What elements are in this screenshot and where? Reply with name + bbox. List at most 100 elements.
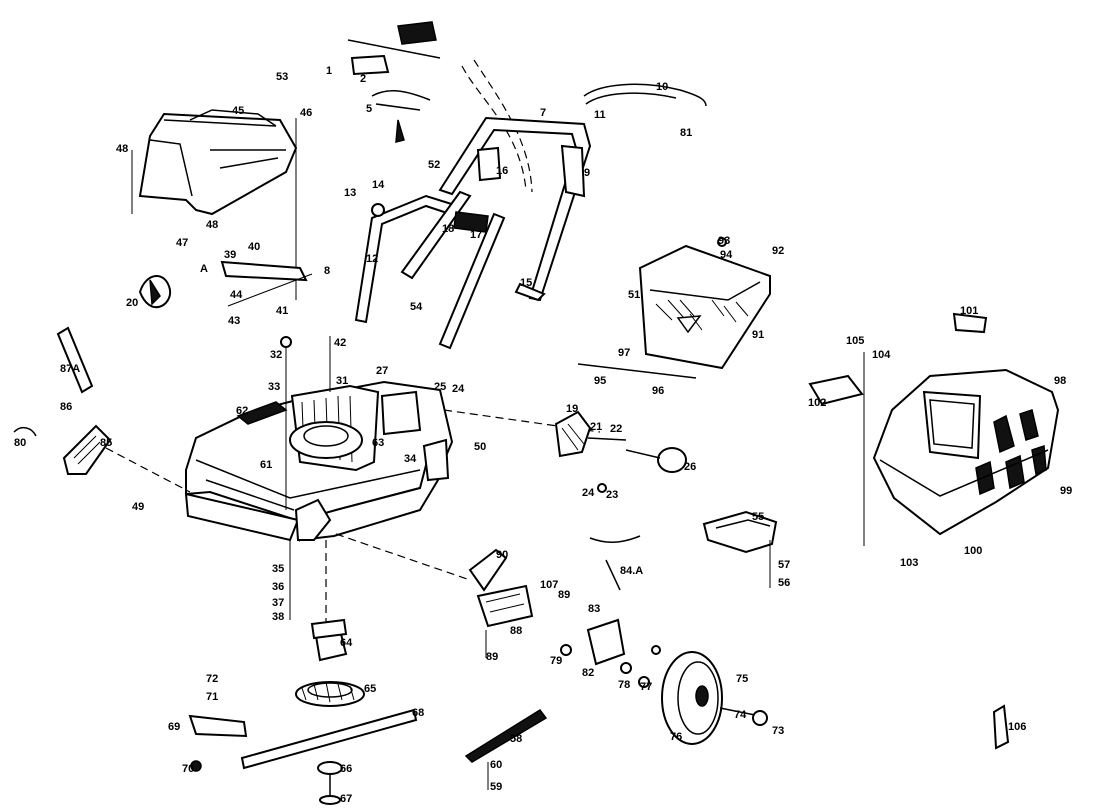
callout-43: 43: [228, 315, 240, 327]
callout-41: 41: [276, 305, 288, 317]
callout-17: 17: [470, 229, 482, 241]
callout-93: 93: [718, 235, 730, 247]
callout-92: 92: [772, 245, 784, 257]
callout-52: 52: [428, 159, 440, 171]
small-parts: [280, 336, 1010, 790]
handle-assembly: [354, 59, 707, 350]
callout-42: 42: [334, 337, 346, 349]
callout-63: 63: [372, 437, 384, 449]
callout-72: 72: [206, 673, 218, 685]
mower-deck: [184, 380, 454, 542]
callout-77: 77: [640, 681, 652, 693]
blade-assembly: [188, 533, 471, 805]
callout-18: 18: [442, 223, 454, 235]
grass-collector-box: [808, 312, 1060, 546]
callout-89-left: 89: [486, 651, 498, 663]
callout-5: 5: [366, 103, 372, 115]
callout-49: 49: [132, 501, 144, 513]
callout-58: 58: [510, 733, 522, 745]
callout-57: 57: [778, 559, 790, 571]
callout-71: 71: [206, 691, 218, 703]
callout-59: 59: [490, 781, 502, 793]
callout-40: 40: [248, 241, 260, 253]
callout-56: 56: [778, 577, 790, 589]
callout-70: 70: [182, 763, 194, 775]
callout-22: 22: [610, 423, 622, 435]
callout-105: 105: [846, 335, 864, 347]
callout-86: 86: [60, 401, 72, 413]
callout-14: 14: [372, 179, 385, 191]
top-control-parts: [347, 21, 441, 143]
callout-9: 9: [584, 167, 590, 179]
callout-73: 73: [772, 725, 784, 737]
callout-102: 102: [808, 397, 826, 409]
callout-45: 45: [232, 105, 244, 117]
callout-33: 33: [268, 381, 280, 393]
callout-91: 91: [752, 329, 764, 341]
callout-35: 35: [272, 563, 284, 575]
callout-54: 54: [410, 301, 423, 313]
callout-1: 1: [326, 65, 332, 77]
callout-19: 19: [566, 403, 578, 415]
callout-67: 67: [340, 793, 352, 805]
callout-103: 103: [900, 557, 918, 569]
callout-69: 69: [168, 721, 180, 733]
callout-100: 100: [964, 545, 982, 557]
callout-53: 53: [276, 71, 288, 83]
callout-106: 106: [1008, 721, 1026, 733]
callout-21: 21: [590, 421, 602, 433]
callout-labels: 1 2 5 7 8 9 10 11 12 13 14 15 16 17 18 1…: [14, 65, 1072, 805]
callout-87A: 87A: [60, 363, 80, 375]
callout-46: 46: [300, 107, 312, 119]
bracket-55: [702, 510, 778, 588]
callout-78: 78: [618, 679, 630, 691]
callout-84A: 84.A: [620, 565, 643, 577]
callout-62: 62: [236, 405, 248, 417]
callout-7: 7: [540, 107, 546, 119]
callout-85: 85: [100, 437, 112, 449]
callout-2: 2: [360, 73, 366, 85]
callout-25: 25: [434, 381, 446, 393]
callout-61: 61: [260, 459, 272, 471]
callout-107: 107: [540, 579, 558, 591]
callout-81: 81: [680, 127, 692, 139]
callout-96: 96: [652, 385, 664, 397]
callout-39: 39: [224, 249, 236, 261]
callout-80: 80: [14, 437, 26, 449]
callout-66: 66: [340, 763, 352, 775]
rear-flap: [577, 237, 771, 379]
callout-11: 11: [594, 109, 606, 121]
callout-44: 44: [230, 289, 243, 301]
rear-height-adjuster: [443, 409, 687, 493]
callout-27: 27: [376, 365, 388, 377]
callout-104: 104: [872, 349, 891, 361]
callout-31: 31: [336, 375, 348, 387]
callout-89-right: 89: [558, 589, 570, 601]
callout-32: 32: [270, 349, 282, 361]
callout-47: 47: [176, 237, 188, 249]
callout-88: 88: [510, 625, 522, 637]
axle-brackets: [468, 535, 661, 688]
callout-76: 76: [670, 731, 682, 743]
callout-74: 74: [734, 709, 747, 721]
callout-36: 36: [272, 581, 284, 593]
callout-8: 8: [324, 265, 330, 277]
callout-48-left: 48: [116, 143, 128, 155]
callout-65-blade: 65: [364, 683, 376, 695]
callout-95: 95: [594, 375, 606, 387]
callout-97: 97: [618, 347, 630, 359]
callout-82: 82: [582, 667, 594, 679]
wheel-76: [661, 651, 768, 745]
left-side-parts: [13, 326, 191, 493]
callout-A: A: [200, 263, 208, 275]
callout-20: 20: [126, 297, 138, 309]
callout-60: 60: [490, 759, 502, 771]
callout-83: 83: [588, 603, 600, 615]
grass-bag-frame: [131, 109, 313, 309]
callout-16: 16: [496, 165, 508, 177]
callout-37: 37: [272, 597, 284, 609]
callout-48-lower: 48: [206, 219, 218, 231]
callout-90: 90: [496, 549, 508, 561]
